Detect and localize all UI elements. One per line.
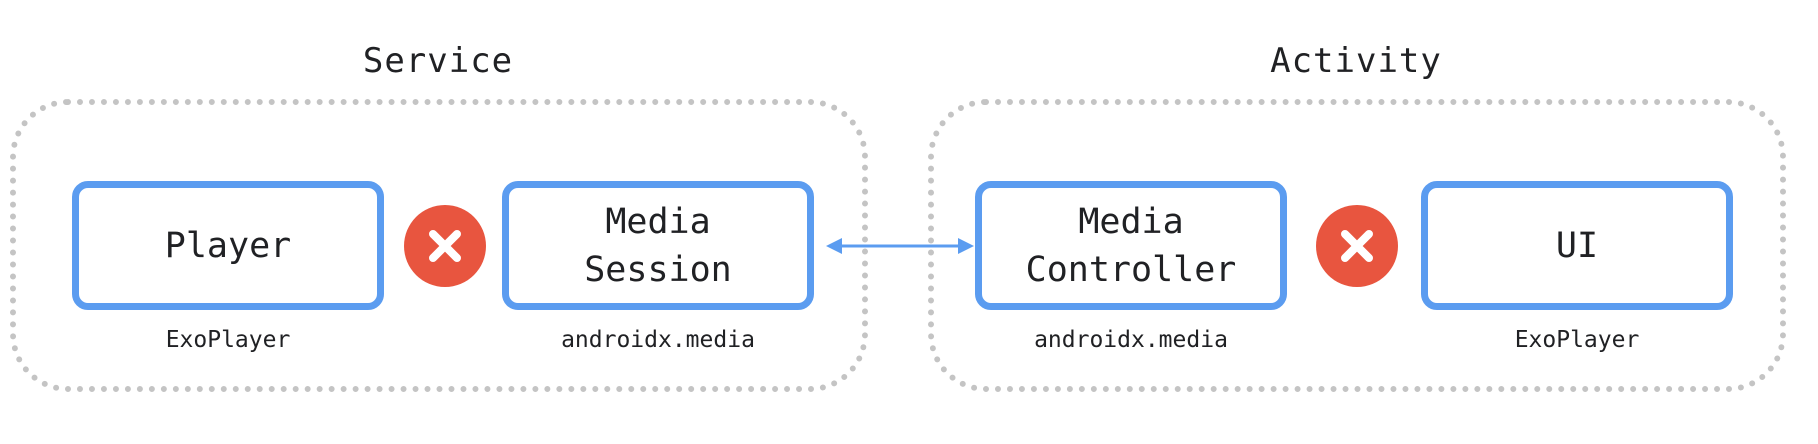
player-caption: ExoPlayer [165, 327, 291, 353]
bidirectional-arrow-icon [826, 238, 974, 254]
ui-caption: ExoPlayer [1514, 327, 1640, 353]
media-controller-caption: androidx.media [1034, 327, 1228, 353]
media-controller-box: Media Controller [975, 181, 1287, 310]
x-icon [404, 205, 486, 287]
service-group-title: Service [362, 41, 514, 81]
ui-box: UI [1421, 181, 1733, 310]
ui-label: UI [1555, 225, 1599, 266]
media-session-label: Media Session [584, 201, 732, 290]
player-box: Player [72, 181, 384, 310]
media-session-caption: androidx.media [561, 327, 755, 353]
activity-group-title: Activity [1270, 41, 1442, 81]
x-icon [1316, 205, 1398, 287]
media-controller-label: Media Controller [1025, 201, 1237, 290]
media-session-box: Media Session [502, 181, 814, 310]
player-label: Player [164, 225, 292, 266]
